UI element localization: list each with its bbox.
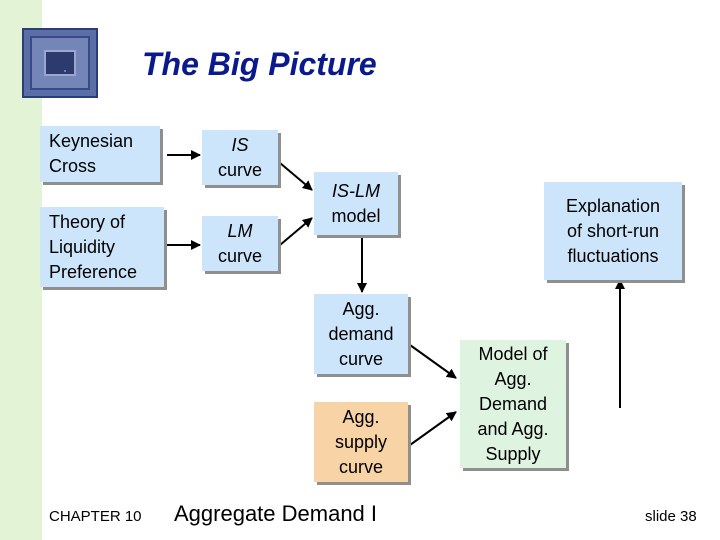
footer-topic: Aggregate Demand I [174, 501, 378, 526]
arrow-ad-to-model [409, 344, 457, 379]
slide-title: The Big Picture [142, 46, 377, 82]
arrow-as-to-model [409, 411, 457, 446]
logo-icon [22, 28, 98, 98]
arrow-is-to-islm [279, 162, 313, 191]
arrow-lm-to-islm [279, 217, 313, 246]
footer-chapter: CHAPTER 10 [49, 508, 142, 525]
footer-slide-number: slide 38 [645, 508, 697, 525]
